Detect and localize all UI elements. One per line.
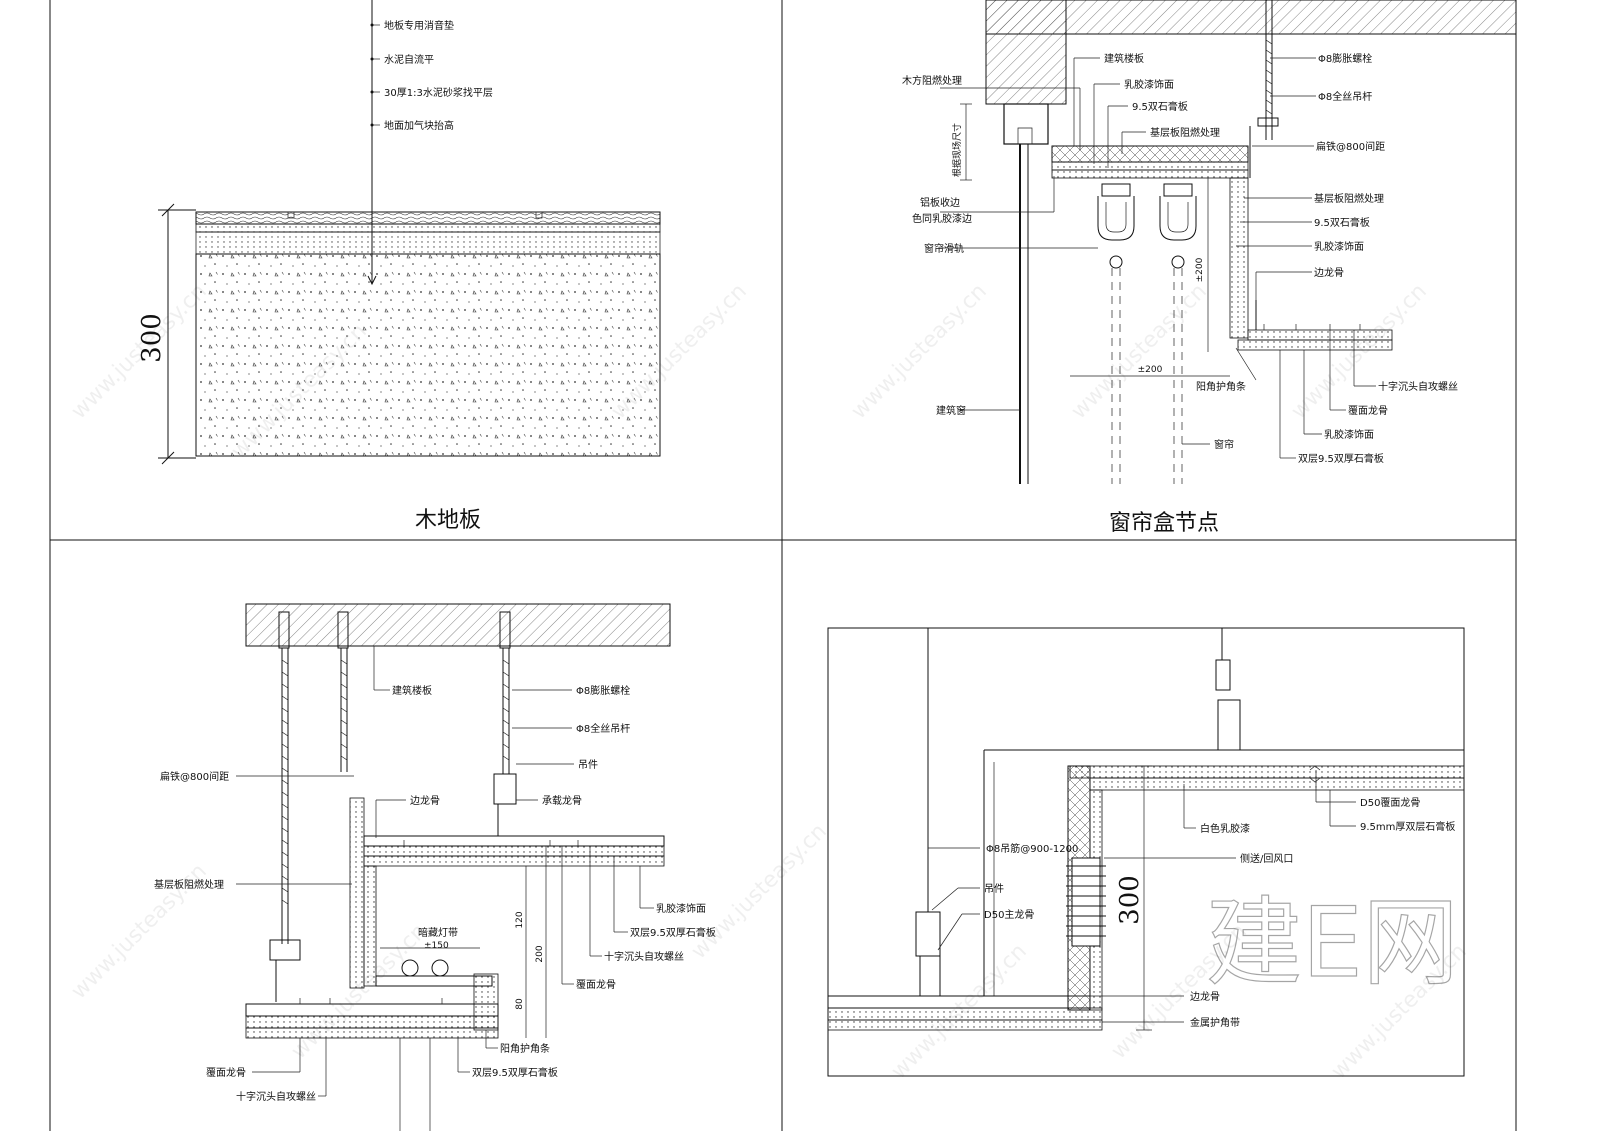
- curtain-label-gypsum-right: 9.5双石膏板: [1314, 216, 1370, 229]
- curtain-label-base-top: 基层板阻燃处理: [1150, 126, 1220, 139]
- watermark-text-6: www.justeasy.cn: [1287, 279, 1432, 424]
- cove-dim-150: ±150: [424, 941, 449, 951]
- cove-label-light: 暗藏灯带: [418, 926, 458, 939]
- vent-label-paint: 白色乳胶漆: [1200, 822, 1250, 835]
- curtain-label-gypsum-top: 9.5双石膏板: [1132, 100, 1188, 113]
- floor-label-4: 地面加气块抬高: [384, 119, 454, 132]
- floor-dimension: 300: [137, 313, 167, 363]
- curtain-top-labels: 建筑楼板 乳胶漆饰面 9.5双石膏板 基层板阻燃处理: [1073, 52, 1220, 168]
- curtain-label-curtain: 窗帘: [1214, 438, 1234, 451]
- curtain-label-base-right: 基层板阻燃处理: [1314, 192, 1384, 205]
- curtain-label-wood: 木方阻燃处理: [902, 74, 962, 87]
- curtain-label-paint-bottom: 乳胶漆饰面: [1324, 428, 1374, 441]
- vent-grille: [1066, 857, 1106, 947]
- floor-label-3: 30厚1:3水泥砂浆找平层: [384, 86, 493, 99]
- cove-bottom-labels: 覆面龙骨 十字沉头自攻螺丝 阳角护角条 双层9.5双厚石膏板: [206, 1030, 558, 1131]
- watermark-layer: www.justeasy.cn www.justeasy.cn www.just…: [67, 279, 1472, 1084]
- curtain-label-flatbar: 扁铁@800间距: [1316, 140, 1385, 153]
- cove-dim-80: 80: [515, 998, 525, 1010]
- curtain-label-screw: 十字沉头自攻螺丝: [1378, 380, 1458, 393]
- curtain-label-paint-top: 乳胶漆饰面: [1124, 78, 1174, 91]
- watermark-text-1: www.justeasy.cn: [67, 279, 212, 424]
- cove-label-screw: 十字沉头自攻螺丝: [604, 950, 684, 963]
- curtain-label-window: 建筑窗: [936, 404, 966, 417]
- cove-ceiling-panel: 120 200 80 建筑楼板 扁铁@800间距 边龙骨 基层板阻燃处理 暗藏灯…: [154, 603, 716, 1131]
- cove-dim-120: 120: [515, 911, 525, 928]
- cove-label-flatbar: 扁铁@800间距: [160, 770, 229, 783]
- cove-label-carrier: 承载龙骨: [542, 794, 582, 807]
- cove-label-rod: Φ8全丝吊杆: [576, 722, 630, 735]
- cove-label-screw-bottom: 十字沉头自攻螺丝: [236, 1090, 316, 1103]
- curtain-label-alu: 铝板收边: [920, 196, 960, 209]
- cove-right-labels: Φ8膨胀螺栓 Φ8全丝吊杆 吊件 承载龙骨 乳胶漆饰面 双层9.5双厚石膏板 十…: [512, 684, 716, 991]
- watermark-text-5: www.justeasy.cn: [1067, 279, 1212, 424]
- vent-label-vent: 侧送/回风口: [1240, 852, 1293, 865]
- vent-label-metal-corner: 金属护角带: [1190, 1016, 1240, 1029]
- curtain-left-labels: 木方阻燃处理 铝板收边 色同乳胶漆边 窗帘滑轨 建筑窗: [902, 74, 1098, 417]
- vent-label-hanger: 吊件: [984, 883, 1004, 895]
- curtain-label-cover-keel: 覆面龙骨: [1348, 404, 1388, 417]
- cove-label-paint: 乳胶漆饰面: [656, 902, 706, 915]
- curtain-bottom-labels: 阳角护角条 十字沉头自攻螺丝 覆面龙骨 乳胶漆饰面 双层9.5双厚石膏板 窗帘: [1182, 330, 1458, 465]
- cove-label-gypsum-bottom: 双层9.5双厚石膏板: [472, 1066, 558, 1079]
- cove-label-cover-keel: 覆面龙骨: [576, 978, 616, 991]
- vent-dimension: 300: [1115, 875, 1145, 925]
- curtain-dim-vertical: ±200: [1195, 257, 1205, 282]
- watermark-text-9: www.justeasy.cn: [687, 819, 832, 964]
- curtain-track-1: [1097, 183, 1135, 484]
- vent-label-main-keel: D50主龙骨: [984, 908, 1034, 921]
- cove-label-gypsum: 双层9.5双厚石膏板: [630, 926, 716, 939]
- curtain-right-labels: Φ8膨胀螺栓 Φ8全丝吊杆 扁铁@800间距 基层板阻燃处理 9.5双石膏板 乳…: [1236, 52, 1385, 300]
- cove-rods: [278, 611, 511, 944]
- watermark-brand-logo: 建E网: [1206, 887, 1459, 999]
- vent-panel: 300 D50覆面龙骨 9.5mm厚双层石膏板 白色乳胶漆 Φ8吊筋@900-1…: [827, 627, 1465, 1077]
- curtain-label-edge: 色同乳胶漆边: [912, 212, 972, 225]
- curtain-label-edge-keel: 边龙骨: [1314, 266, 1344, 279]
- floor-label-2: 水泥自流平: [384, 53, 434, 66]
- cove-dim-200: 200: [535, 945, 545, 962]
- curtain-label-corner: 阳角护角条: [1196, 380, 1246, 393]
- cove-label-edge-keel: 边龙骨: [410, 794, 440, 807]
- curtain-label-gypsum-bottom: 双层9.5双厚石膏板: [1298, 452, 1384, 465]
- curtain-label-slab: 建筑楼板: [1104, 52, 1144, 65]
- floor-title: 木地板: [415, 508, 481, 533]
- watermark-text-4: www.justeasy.cn: [847, 279, 992, 424]
- floor-section-panel: 地板专用消音垫 水泥自流平 30厚1:3水泥砂浆找平层 地面加气块抬高 300 …: [137, 0, 661, 533]
- curtain-label-track: 窗帘滑轨: [924, 242, 964, 255]
- curtain-label-paint-right: 乳胶漆饰面: [1314, 240, 1364, 253]
- cove-label-cover-keel-bottom: 覆面龙骨: [206, 1066, 246, 1079]
- curtain-label-bolt: Φ8膨胀螺栓: [1318, 52, 1372, 65]
- cove-label-corner: 阳角护角条: [500, 1042, 550, 1055]
- cove-left-labels: 建筑楼板 扁铁@800间距 边龙骨 基层板阻燃处理 暗藏灯带 ±150: [154, 646, 458, 951]
- cove-label-base: 基层板阻燃处理: [154, 878, 224, 891]
- curtain-dim-horizontal: ±200: [1138, 365, 1163, 375]
- curtain-label-rod: Φ8全丝吊杆: [1318, 90, 1372, 103]
- curtain-track-2: [1159, 183, 1197, 484]
- vent-label-cover-keel: D50覆面龙骨: [1360, 796, 1420, 809]
- vent-label-hanger-rod: Φ8吊筋@900-1200: [986, 842, 1078, 855]
- watermark-text-7: www.justeasy.cn: [67, 859, 212, 1004]
- vent-label-edge-keel: 边龙骨: [1190, 990, 1220, 1003]
- vent-labels: D50覆面龙骨 9.5mm厚双层石膏板 白色乳胶漆 Φ8吊筋@900-1200 …: [928, 770, 1455, 1029]
- floor-label-1: 地板专用消音垫: [384, 19, 454, 32]
- vent-label-gypsum: 9.5mm厚双层石膏板: [1360, 820, 1455, 833]
- cove-label-hanger: 吊件: [578, 759, 598, 771]
- cove-label-slab: 建筑楼板: [392, 684, 432, 697]
- curtain-box-panel: 根据现场尺寸 ±200 ±200 木方阻燃处理 铝板收边 色同乳胶漆边 窗帘滑轨…: [902, 0, 1517, 536]
- cove-label-bolt: Φ8膨胀螺栓: [576, 684, 630, 697]
- curtain-label-site-size: 根据现场尺寸: [951, 123, 963, 177]
- sheet-frame: [49, 0, 1517, 1131]
- curtain-title: 窗帘盒节点: [1109, 511, 1219, 536]
